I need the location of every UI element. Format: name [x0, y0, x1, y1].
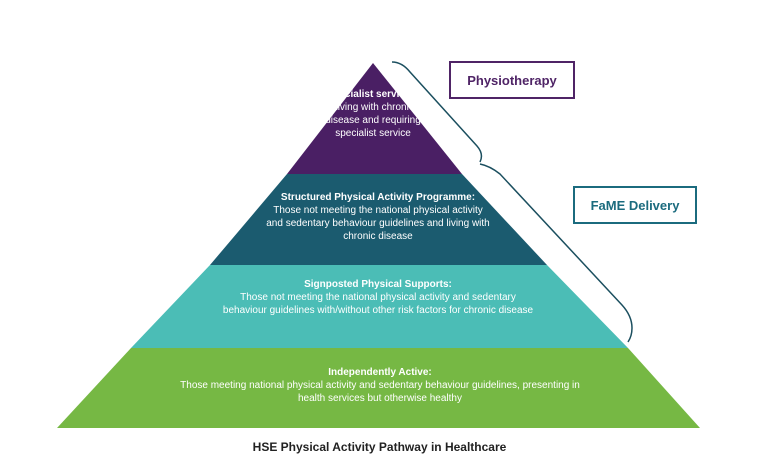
tier-3-text: Signposted Physical Supports: Those not …: [222, 278, 534, 317]
physiotherapy-label: Physiotherapy: [467, 72, 557, 88]
tier-1-description: Living with chronic disease and requirin…: [325, 102, 421, 139]
tier-2-text: Structured Physical Activity Programme: …: [265, 191, 491, 243]
tier-3-description: Those not meeting the national physical …: [222, 292, 534, 316]
fame-bracket: [479, 163, 633, 343]
tier-4-description: Those meeting national physical activity…: [180, 380, 580, 404]
tier-1-text: Specialist services: Living with chronic…: [318, 88, 428, 140]
tier-2-title: Structured Physical Activity Programme:: [280, 192, 476, 203]
diagram-caption: HSE Physical Activity Pathway in Healthc…: [252, 440, 507, 454]
physiotherapy-bracket: [391, 61, 483, 163]
tier-4-text: Independently Active: Those meeting nati…: [168, 366, 592, 405]
tier-1-shape: [287, 63, 462, 174]
fame-callout: FaME Delivery: [573, 186, 697, 224]
tier-4-title: Independently Active:: [328, 367, 432, 378]
tier-4-shape: [57, 348, 700, 428]
tier-2-shape: [210, 174, 547, 265]
physiotherapy-callout: Physiotherapy: [449, 61, 575, 99]
tier-3-title: Signposted Physical Supports:: [304, 279, 452, 290]
tier-3-shape: [131, 265, 628, 348]
fame-label: FaME Delivery: [590, 197, 680, 213]
tier-2-description: Those not meeting the national physical …: [266, 205, 490, 242]
tier-1-title: Specialist services:: [326, 89, 420, 100]
